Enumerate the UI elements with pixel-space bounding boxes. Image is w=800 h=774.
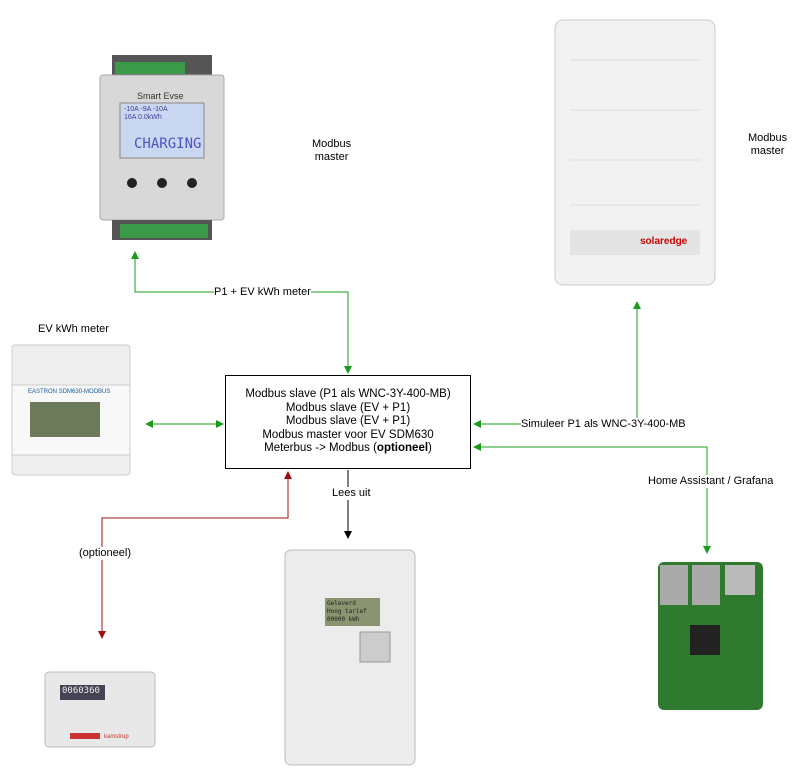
solaredge-inverter-device (554, 19, 716, 286)
evse-role-label: Modbus master (312, 138, 352, 164)
evse-reading-2: -9A (140, 106, 151, 113)
hub-line-3: Modbus slave (EV + P1) (285, 415, 411, 428)
kamstrup-meter-device (44, 671, 156, 748)
hub-line-5-prefix: Meterbus -> Modbus ( (264, 442, 377, 455)
inverter-link (473, 301, 641, 428)
evse-role-line-2: master (314, 151, 349, 163)
smart-meter-line-1: Geleverd (327, 600, 356, 607)
kamstrup-reading: 0060360 (62, 686, 100, 696)
evse-brand: Smart Evse (137, 91, 184, 101)
evse-readings: -10A -9A -10A 16A 0.0kWh (124, 106, 168, 122)
smart-evse-device (99, 55, 225, 240)
smart-meter-display: Geleverd Hoog tarief 00000 kWh (327, 600, 367, 624)
optional-label: (optioneel) (79, 547, 131, 560)
ev-meter-label: EV kWh meter (38, 323, 109, 336)
inverter-role-line-2: master (750, 145, 785, 157)
evse-reading-3: -10A (152, 106, 168, 113)
kamstrup-logo: kamstrup (104, 734, 129, 740)
evse-reading-4: 16A (124, 114, 137, 121)
ev-kwh-meter-device (11, 344, 131, 476)
hub-line-5: Meterbus -> Modbus (optioneel) (264, 442, 432, 456)
heat-meter-link (98, 471, 292, 639)
hub-line-1: Modbus slave (P1 als WNC-3Y-400-MB) (245, 388, 451, 401)
read-label: Lees uit (332, 487, 371, 500)
evse-reading-5: 0.0kWh (138, 114, 162, 121)
evse-reading-1: -10A (124, 106, 139, 113)
eastron-model: SDM630-MODBUS (58, 389, 111, 395)
hub-line-4: Modbus master voor EV SDM630 (262, 428, 434, 441)
hub-line-5-bold: optioneel (376, 442, 429, 455)
eastron-brand: EASTRON (28, 389, 58, 395)
inverter-role-line-1: Modbus (748, 132, 788, 144)
raspberry-pi-device (658, 562, 763, 710)
p1-ev-label: P1 + EV kWh meter (214, 286, 311, 299)
hub-box: Modbus slave (P1 als WNC-3Y-400-MB) Modb… (225, 375, 471, 469)
smart-meter-device (284, 549, 416, 766)
evse-link (131, 251, 352, 374)
smart-meter-line-2: Hoog tarief (327, 608, 367, 615)
evse-display: CHARGING (134, 136, 202, 152)
hub-line-5-suffix: ) (428, 442, 432, 455)
simulate-label: Simuleer P1 als WNC-3Y-400-MB (521, 418, 686, 431)
solaredge-logo: solaredge (640, 236, 688, 247)
smart-meter-line-3: 00000 kWh (327, 616, 360, 623)
hub-line-2: Modbus slave (EV + P1) (285, 401, 411, 414)
home-assistant-label: Home Assistant / Grafana (648, 475, 774, 488)
evse-role-line-1: Modbus (312, 138, 352, 150)
eastron-logo: EASTRON SDM630-MODBUS (28, 389, 110, 395)
home-assistant-link (473, 443, 711, 554)
inverter-role-label: Modbus master (748, 132, 788, 158)
